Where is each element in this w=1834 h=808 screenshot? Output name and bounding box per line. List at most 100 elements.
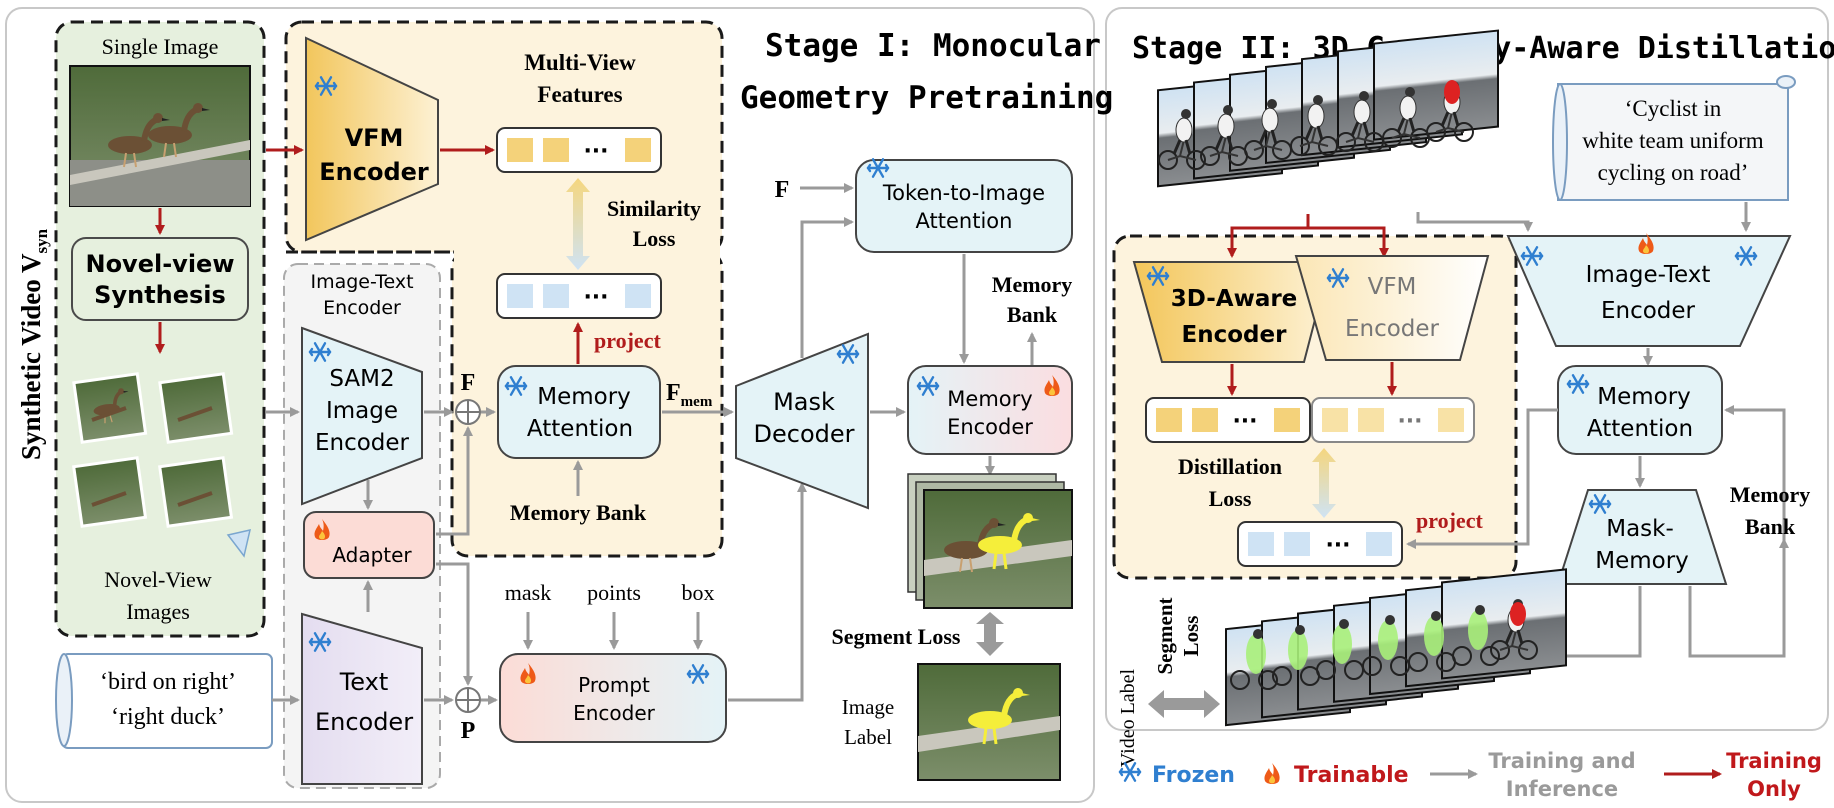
image-label-line1: Image — [842, 695, 894, 719]
vfm-encoder — [305, 36, 439, 242]
synthetic-video-label: Synthetic Video Vsyn — [16, 228, 51, 460]
legend: Frozen Trainable Training and Inference … — [1118, 749, 1822, 801]
prompt-encoder-line2: Encoder — [573, 701, 656, 725]
svg-text:···: ··· — [1397, 409, 1422, 434]
memory-bank-right-line1: Memory — [992, 272, 1073, 297]
text-prompt-scroll — [55, 653, 273, 749]
stage2-border — [1105, 7, 1829, 731]
sam2-line3: Encoder — [315, 430, 410, 456]
single-image-label: Single Image — [102, 34, 219, 59]
image-text-group-line2: Encoder — [323, 297, 401, 319]
text-prompt-line1: ‘bird on right’ — [100, 669, 236, 695]
mask-decoder-line1: Mask — [773, 388, 835, 416]
memory-attention2-line2: Attention — [1587, 416, 1693, 442]
aware-encoder-line1: 3D-Aware — [1171, 286, 1298, 312]
multi-view-features-line2: Features — [537, 82, 622, 107]
legend-training-only-line1: Training — [1726, 749, 1822, 773]
novel-view-synthesis-box — [71, 237, 249, 321]
distillation-arrow — [1312, 448, 1336, 518]
multi-view-feature-vector — [496, 127, 662, 173]
prompt-mask: mask — [505, 580, 551, 605]
vfm-encoder2-line2: Encoder — [1345, 316, 1440, 342]
legend-training-inference-line2: Inference — [1506, 777, 1618, 801]
distillation-loss-line1: Distillation — [1178, 454, 1282, 479]
project2-label: project — [1416, 508, 1483, 533]
similarity-loss-line2: Loss — [633, 226, 676, 251]
mask-memory — [1556, 489, 1728, 585]
vfm-encoder-line1: VFM — [345, 124, 404, 152]
sam2-line2: Image — [326, 398, 398, 424]
adapter-box — [303, 511, 435, 579]
camera-icon — [226, 529, 251, 558]
text-encoder-line2: Encoder — [315, 708, 413, 736]
projected-feature-vector — [496, 273, 662, 319]
prompt-encoder-box — [499, 653, 727, 743]
mask-decoder-line2: Decoder — [754, 420, 855, 448]
image-label-picture — [917, 663, 1061, 781]
text-prompt-line2: ‘right duck’ — [111, 704, 225, 730]
symbol-p: P — [461, 718, 476, 744]
memory-bank-right-line2: Bank — [1007, 302, 1058, 327]
legend-training-only-line2: Only — [1747, 777, 1801, 801]
similarity-loss-line1: Similarity — [607, 196, 701, 221]
image-label-line2: Label — [844, 725, 892, 749]
mask-decoder — [735, 332, 869, 510]
segment-loss-arrow — [976, 612, 1004, 656]
svg-text:···: ··· — [1232, 409, 1257, 434]
memory-attention-line1: Memory — [537, 384, 631, 410]
segment-loss2-arrow — [1148, 690, 1220, 718]
image-text2-line2: Encoder — [1601, 298, 1696, 324]
prompt-box: box — [682, 580, 715, 605]
legend-trainable: Trainable — [1294, 763, 1409, 788]
symbol-fmem: Fmem — [666, 380, 713, 410]
caption-scroll — [1552, 75, 1796, 201]
legend-trainable-icon — [1264, 763, 1280, 784]
mask-memory-line1: Mask- — [1606, 516, 1674, 542]
memory-encoder-line2: Encoder — [947, 415, 1033, 439]
novel-view-synthesis-line2: Synthesis — [94, 281, 226, 309]
single-image — [69, 65, 251, 207]
token-to-image-line1: Token-to-Image — [882, 181, 1045, 205]
video-label: Video Label — [1117, 668, 1139, 767]
vfm-encoder2-line1: VFM — [1368, 274, 1417, 300]
novel-view-synthesis-line1: Novel-view — [85, 250, 234, 278]
aware-feature-vector — [1145, 397, 1311, 443]
prompt-encoder-line1: Prompt — [578, 673, 650, 697]
memory-bank2-line2: Bank — [1745, 514, 1796, 539]
novel-view-images-line2: Images — [126, 599, 190, 624]
similarity-loss-arrow — [566, 178, 590, 270]
stage1-border — [5, 7, 1095, 803]
segment-loss2-line2: Loss — [1179, 616, 1203, 657]
caption-line3: cycling on road’ — [1598, 160, 1749, 185]
novel-view-images-line1: Novel-View — [104, 567, 212, 592]
multi-view-features-line1: Multi-View — [524, 50, 636, 75]
memory-attention-line2: Attention — [527, 416, 633, 442]
prompt-points: points — [587, 580, 641, 605]
novel-view-thumbnails — [72, 372, 251, 558]
adapter-label: Adapter — [332, 543, 412, 567]
memory-bank2-line1: Memory — [1730, 482, 1811, 507]
memory-encoder-box — [907, 365, 1073, 455]
symbol-f-token: F — [775, 177, 790, 203]
caption-line1: ‘Cyclist in — [1625, 96, 1722, 121]
image-text-encoder-stage2 — [1506, 235, 1792, 347]
vfm-feature-vector — [1311, 397, 1475, 443]
segment-loss-label: Segment Loss — [832, 624, 961, 649]
project-label: project — [594, 328, 661, 353]
mask-memory-line2: Memory — [1595, 548, 1689, 574]
sam2-image-encoder — [301, 326, 423, 506]
sam2-line1: SAM2 — [329, 366, 394, 392]
svg-text:···: ··· — [583, 139, 608, 164]
image-text-group-line1: Image-Text — [310, 271, 413, 293]
image-text2-line1: Image-Text — [1586, 262, 1711, 288]
svg-text:···: ··· — [583, 285, 608, 310]
segmented-video-frames — [1225, 568, 1567, 727]
vfm-encoder-line2: Encoder — [319, 158, 429, 186]
distillation-loss-line2: Loss — [1209, 486, 1252, 511]
legend-training-inference-line1: Training and — [1488, 749, 1635, 773]
memory-attention-box — [497, 365, 661, 459]
token-to-image-line2: Attention — [916, 209, 1013, 233]
legend-frozen: Frozen — [1152, 763, 1235, 788]
projected-vector-stage2 — [1237, 521, 1403, 567]
